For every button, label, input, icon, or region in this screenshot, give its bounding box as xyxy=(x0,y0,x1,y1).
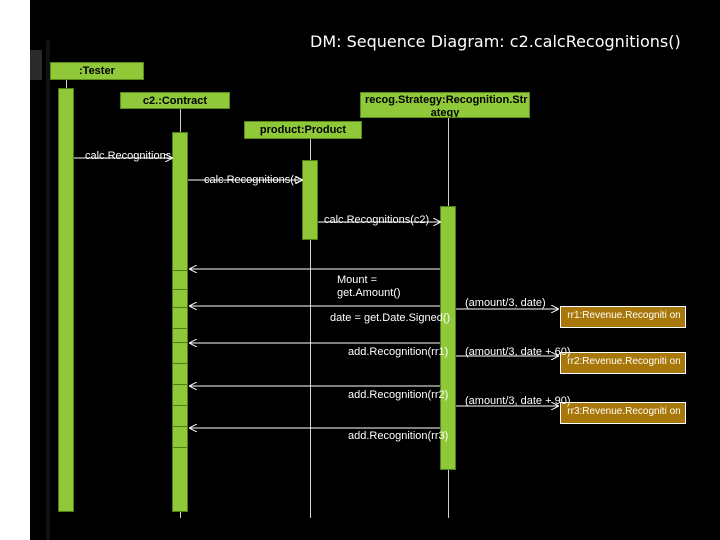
msg-new-rr2-args: (amount/3, date + 60) xyxy=(465,346,571,358)
tester-object: :Tester xyxy=(50,62,144,80)
contract-activation-rr1 xyxy=(172,342,188,364)
msg-calc-recognitions-c: calc.Recognitions(c xyxy=(204,174,300,186)
accent-block xyxy=(30,50,42,80)
contract-activation-date xyxy=(172,307,188,329)
diagram-title: DM: Sequence Diagram: c2.calcRecognition… xyxy=(310,32,681,51)
strategy-object: recog.Strategy:Recognition.Str ategy xyxy=(360,92,530,118)
rr2-label: rr2:Revenue.Recogniti on xyxy=(567,356,681,367)
product-lifeline xyxy=(310,138,311,518)
product-activation xyxy=(302,160,318,240)
tester-activation xyxy=(58,88,74,512)
msg-get-amount: Mount = get.Amount() xyxy=(337,274,401,299)
msg-add-rr1: add.Recognition(rr1) xyxy=(348,346,449,358)
left-margin xyxy=(0,0,30,540)
accent-strip xyxy=(46,40,50,540)
msg-add-rr3: add.Recognition(rr3) xyxy=(348,430,449,442)
rr1-object xyxy=(560,306,686,328)
rr3-label: rr3:Revenue.Recogniti on xyxy=(567,406,681,417)
msg-new-rr1-args: (amount/3, date) xyxy=(465,297,546,309)
contract-activation-amount xyxy=(172,270,188,290)
msg-get-date-signed: date = get.Date.Signed() xyxy=(330,312,451,324)
message-arrows xyxy=(74,0,720,540)
msg-calc-recognitions-c2: calc.Recognitions(c2) xyxy=(324,214,430,226)
msg-new-rr3-args: (amount/3, date + 90) xyxy=(465,395,571,407)
rr1-label: rr1:Revenue.Recogniti on xyxy=(567,310,681,321)
rr3-object xyxy=(560,402,686,424)
msg-calc-recognitions: calc.Recognitions xyxy=(85,150,172,162)
product-object: product:Product xyxy=(244,121,362,139)
contract-activation-rr3 xyxy=(172,426,188,448)
slide-canvas: DM: Sequence Diagram: c2.calcRecognition… xyxy=(30,0,720,540)
contract-activation-rr2 xyxy=(172,384,188,406)
rr2-object xyxy=(560,352,686,374)
strategy-activation xyxy=(440,206,456,470)
msg-add-rr2: add.Recognition(rr2) xyxy=(348,389,449,401)
contract-object: c2.:Contract xyxy=(120,92,230,109)
